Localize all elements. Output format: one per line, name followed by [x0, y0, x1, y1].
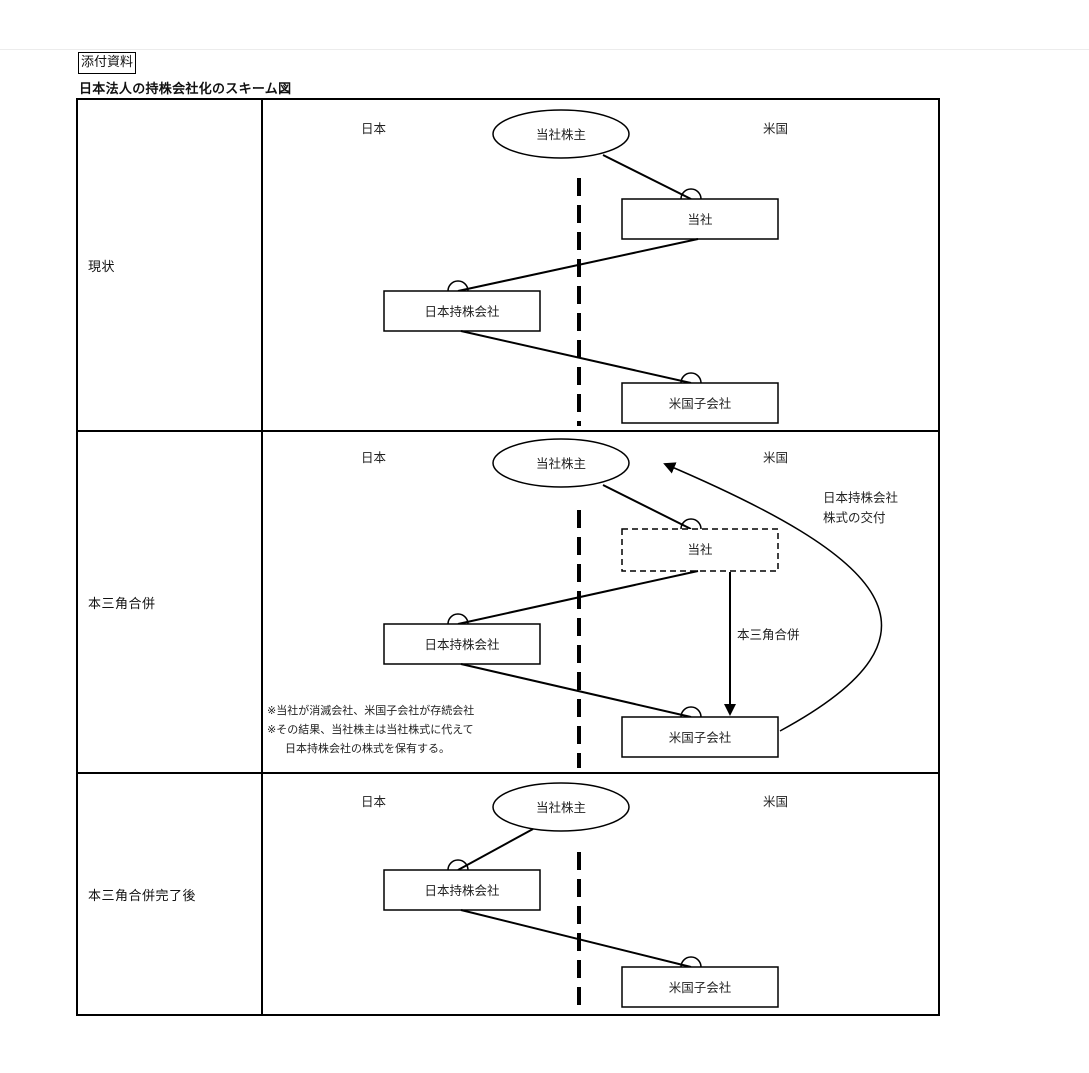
connector-ussub: [680, 706, 702, 718]
edge-shareholders-company: [602, 154, 692, 200]
merger-label: 本三角合併: [737, 627, 800, 642]
note-line-2: ※その結果、当社株主は当社株式に代えて: [267, 722, 474, 736]
jp-holdco-label: 日本持株会社: [424, 883, 499, 898]
note-line-3: 日本持株会社の株式を保有する。: [285, 741, 450, 755]
connector-holdco: [447, 859, 469, 871]
share-exchange-label-line1: 日本持株会社: [823, 490, 898, 505]
edge-company-holdco: [457, 570, 699, 625]
share-exchange-label-line2: 株式の交付: [823, 510, 886, 525]
diagram-after: 日本 米国 当社株主 日本持株会社 米国子会社: [261, 772, 940, 1016]
edge-holdco-ussub: [460, 909, 692, 968]
row-current: 現状 日本 米国 当社株主 当社 日本持株会社 米国子会社: [76, 98, 940, 432]
connector-company: [680, 188, 702, 200]
jp-holdco-node: [383, 623, 541, 665]
note-line-1: ※当社が消滅会社、米国子会社が存続会社: [267, 703, 474, 717]
share-exchange-arrow: [663, 462, 883, 732]
connector-holdco: [447, 613, 469, 625]
jp-holdco-label: 日本持株会社: [424, 637, 499, 652]
usa-label: 米国: [763, 450, 788, 465]
shareholders-node: [492, 438, 630, 488]
connector-company: [680, 518, 702, 530]
shareholders-node: [492, 109, 630, 159]
usa-label: 米国: [763, 121, 788, 136]
edge-company-holdco: [457, 238, 699, 292]
japan-label: 日本: [361, 450, 387, 465]
us-sub-node: [621, 382, 779, 424]
row-label-current: 現状: [88, 259, 116, 275]
diagram-current-svg: 日本 米国 当社株主 当社 日本持株会社 米国子会社: [361, 109, 788, 426]
diagram-merger: 日本 米国 当社株主 当社 日本持株会社 本三角合併 米国子会社 日本持: [261, 430, 940, 774]
edge-shareholders-holdco: [457, 828, 534, 871]
row-after: 本三角合併完了後 日本 米国 当社株主 日本持株会社 米国子会社: [76, 772, 940, 1016]
top-divider: [0, 49, 1089, 50]
edge-shareholders-company: [602, 484, 692, 530]
scheme-title: 日本法人の持株会社化のスキーム図: [79, 82, 292, 97]
shareholders-label: 当社株主: [536, 127, 586, 142]
diagram-current: 日本 米国 当社株主 当社 日本持株会社 米国子会社: [261, 98, 940, 432]
jp-holdco-label: 日本持株会社: [424, 304, 499, 319]
japan-label: 日本: [361, 121, 387, 136]
us-sub-node: [621, 966, 779, 1008]
us-sub-node: [621, 716, 779, 758]
edge-holdco-ussub: [460, 330, 692, 384]
scheme-table: 現状 日本 米国 当社株主 当社 日本持株会社 米国子会社: [76, 98, 940, 1016]
company-label: 当社: [687, 542, 712, 557]
company-node: [621, 198, 779, 240]
row-label-merger: 本三角合併: [88, 596, 156, 612]
usa-label: 米国: [763, 794, 788, 809]
row-label-cell: 本三角合併: [76, 430, 263, 774]
japan-label: 日本: [361, 794, 387, 809]
row-label-cell: 現状: [76, 98, 263, 432]
us-sub-label: 米国子会社: [669, 730, 732, 745]
connector-ussub: [680, 956, 702, 968]
row-merger: 本三角合併 日本 米国 当社株主 当社: [76, 430, 940, 774]
connector-ussub: [680, 372, 702, 384]
shareholders-node: [492, 782, 630, 832]
row-label-after: 本三角合併完了後: [88, 888, 197, 904]
shareholders-label: 当社株主: [536, 800, 586, 815]
company-node-dissolved: [621, 528, 779, 572]
row-label-cell: 本三角合併完了後: [76, 772, 263, 1016]
company-label: 当社: [687, 212, 712, 227]
diagram-after-svg: 日本 米国 当社株主 日本持株会社 米国子会社: [361, 782, 788, 1010]
us-sub-label: 米国子会社: [669, 980, 732, 995]
jp-holdco-node: [383, 290, 541, 332]
diagram-merger-svg: 日本 米国 当社株主 当社 日本持株会社 本三角合併 米国子会社 日本持: [267, 438, 898, 768]
jp-holdco-node: [383, 869, 541, 911]
connector-holdco: [447, 280, 469, 292]
shareholders-label: 当社株主: [536, 456, 586, 471]
attachment-tag: 添付資料: [78, 52, 137, 74]
edge-holdco-ussub: [460, 663, 692, 718]
us-sub-label: 米国子会社: [669, 396, 732, 411]
